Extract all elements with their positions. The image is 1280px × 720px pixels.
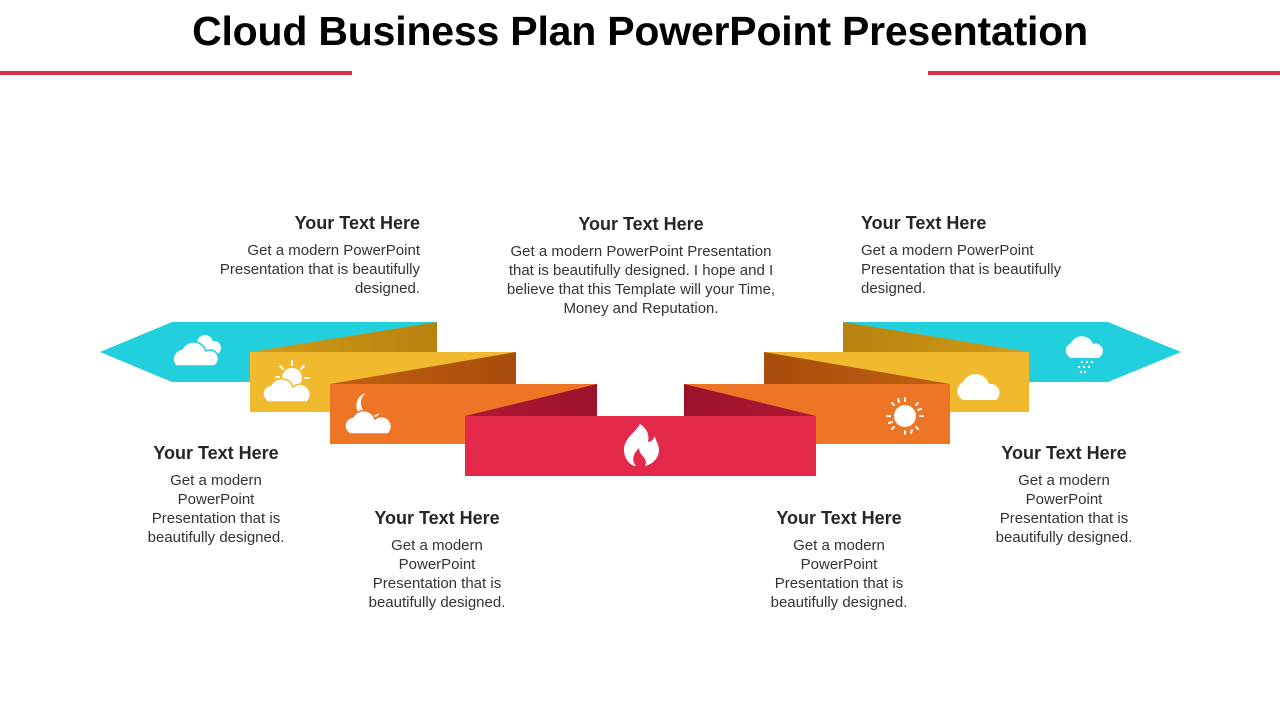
fold-brown-right (764, 352, 950, 384)
page-title: Cloud Business Plan PowerPoint Presentat… (192, 8, 1088, 54)
text-heading: Your Text Here (374, 508, 500, 528)
text-body: Get a modern PowerPoint Presentation tha… (770, 537, 908, 611)
text-heading: Your Text Here (1001, 443, 1127, 463)
fold-brown-left (330, 352, 516, 384)
text-block-top-right: Your Text Here Get a modern PowerPoint P… (861, 213, 1081, 298)
text-body: Get a modern PowerPoint Presentation tha… (147, 472, 285, 546)
text-heading: Your Text Here (578, 214, 704, 234)
text-heading: Your Text Here (861, 213, 987, 233)
text-block-top-center: Your Text Here Get a modern PowerPoint P… (498, 214, 784, 318)
text-heading: Your Text Here (776, 508, 902, 528)
text-body: Get a modern PowerPoint Presentation tha… (219, 242, 420, 297)
text-body: Get a modern PowerPoint Presentation tha… (995, 472, 1133, 546)
text-block-top-left: Your Text Here Get a modern PowerPoint P… (190, 213, 420, 298)
text-block-bottom-far-right: Your Text Here Get a modern PowerPoint P… (988, 443, 1140, 547)
text-block-bottom-far-left: Your Text Here Get a modern PowerPoint P… (140, 443, 292, 547)
title-rule-left (0, 71, 352, 75)
cloudy-icon (172, 335, 221, 367)
fold-crimson-left (465, 384, 597, 416)
text-block-bottom-left: Your Text Here Get a modern PowerPoint P… (361, 508, 513, 612)
fire-icon (624, 424, 659, 466)
text-body: Get a modern PowerPoint Presentation tha… (861, 242, 1062, 297)
rain-cloud-icon (1065, 336, 1103, 374)
fold-crimson-right (684, 384, 816, 416)
text-body: Get a modern PowerPoint Presentation tha… (368, 537, 506, 611)
text-block-bottom-right: Your Text Here Get a modern PowerPoint P… (763, 508, 915, 612)
text-heading: Your Text Here (153, 443, 279, 463)
title-rule-right (928, 71, 1280, 75)
text-body: Get a modern PowerPoint Presentation tha… (506, 243, 776, 317)
text-heading: Your Text Here (294, 213, 420, 233)
fold-gold-right (843, 322, 1029, 352)
cloudy-night-icon (344, 393, 393, 435)
partly-sunny-icon (262, 360, 311, 403)
fold-gold-left (250, 322, 437, 352)
sun-icon (886, 397, 924, 435)
cloud-icon (957, 374, 1000, 400)
